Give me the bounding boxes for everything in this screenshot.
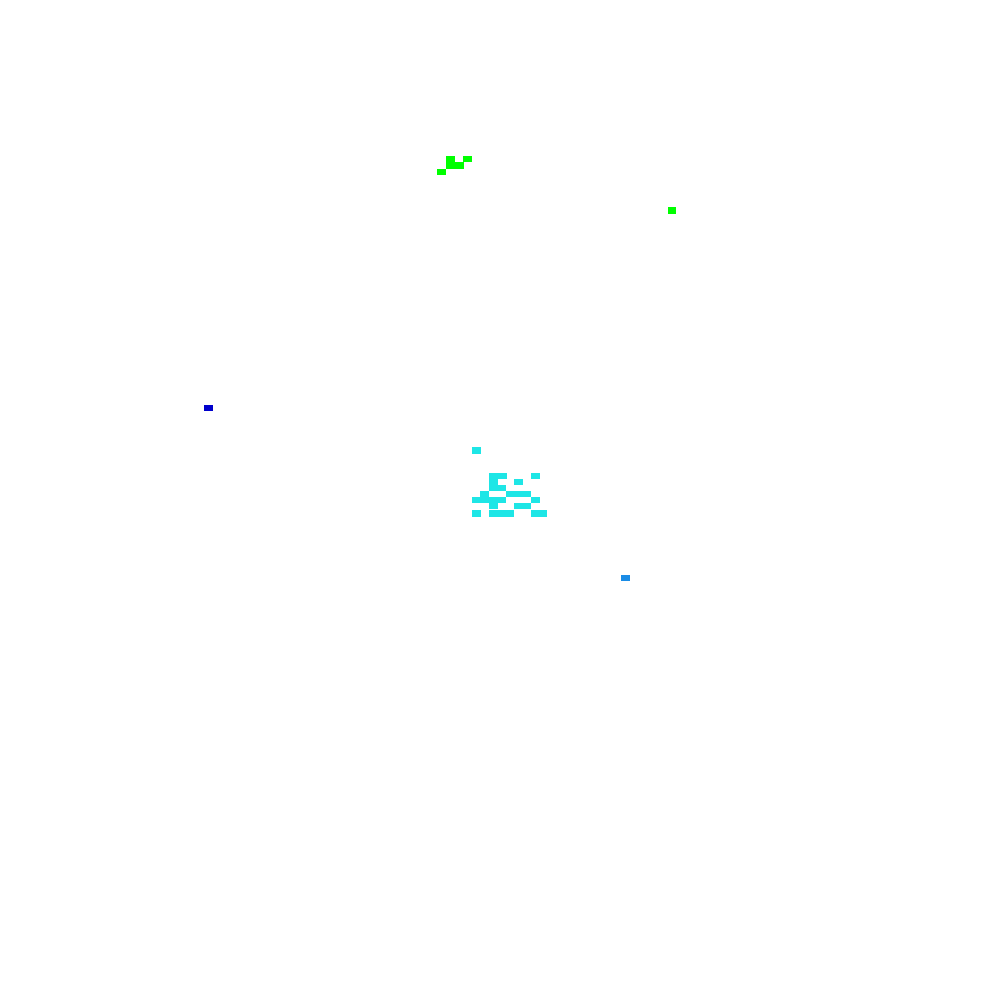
green-pixel-single-right bbox=[668, 207, 676, 214]
pixel bbox=[514, 503, 531, 509]
pixel bbox=[437, 169, 446, 175]
pixel bbox=[531, 510, 547, 517]
pixel bbox=[489, 479, 498, 485]
pixel bbox=[514, 479, 523, 485]
azure-pixel-single-lower-right bbox=[621, 575, 630, 581]
blue-pixel-single-left bbox=[204, 405, 213, 411]
pixel bbox=[446, 156, 455, 164]
pixel bbox=[480, 491, 489, 497]
pixel bbox=[472, 510, 481, 517]
pixel bbox=[446, 162, 464, 169]
pixel bbox=[489, 510, 514, 517]
pixel bbox=[489, 485, 506, 491]
pixel bbox=[506, 491, 531, 497]
pixel bbox=[531, 473, 540, 479]
pixel bbox=[472, 497, 506, 503]
pixel bbox=[463, 156, 472, 162]
pixel bbox=[531, 497, 540, 503]
pixel bbox=[489, 503, 498, 509]
pixel bbox=[489, 473, 507, 479]
pixel bbox=[472, 447, 481, 454]
